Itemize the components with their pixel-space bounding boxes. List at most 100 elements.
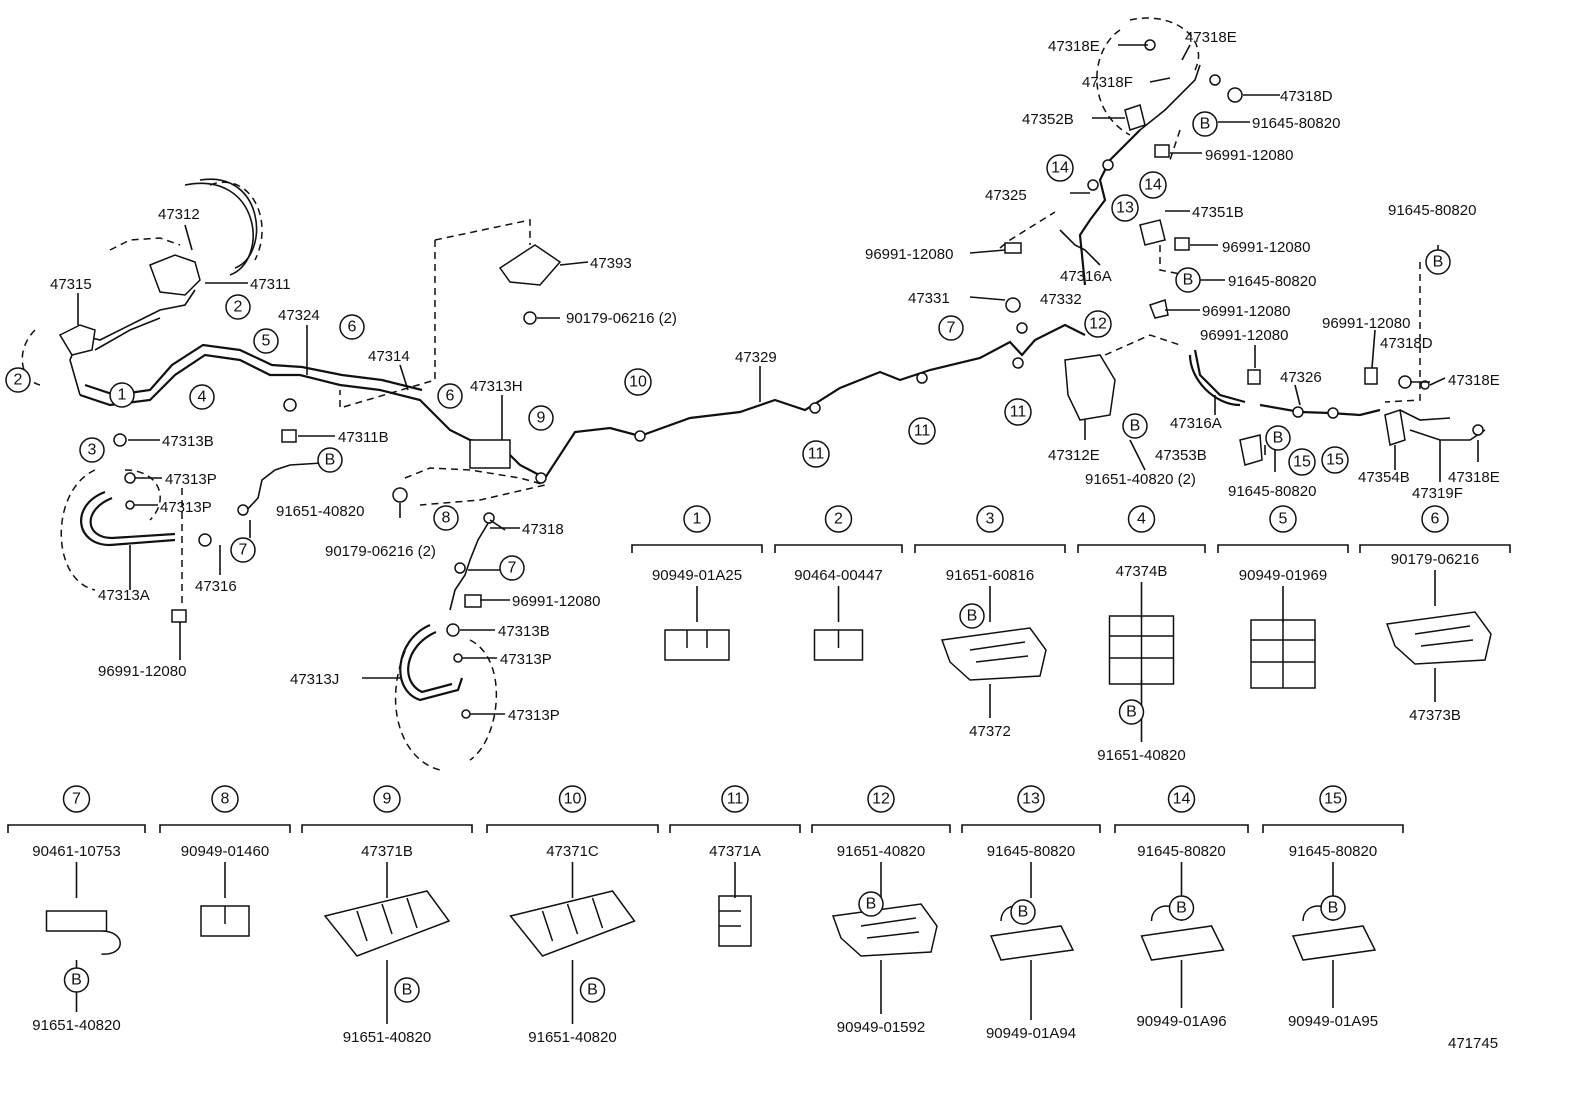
washer-icon <box>1209 74 1221 86</box>
bracket-icon <box>1139 219 1166 246</box>
detail-top-part: 47371A <box>709 843 761 860</box>
bolt-marker: B <box>394 977 420 1003</box>
svg-text:B: B <box>587 982 598 999</box>
bolt-marker: B <box>1425 249 1451 275</box>
clip1-part-icon <box>813 629 864 661</box>
index-label: 2 <box>834 511 843 528</box>
bracket-47393-icon <box>498 244 562 286</box>
index-circle <box>1127 505 1156 533</box>
part-label: 96991-12080 <box>1200 327 1288 344</box>
part-label: 47313B <box>162 433 214 450</box>
part-label: 91645-80820 <box>1228 483 1316 500</box>
part-label: 96991-12080 <box>1202 303 1290 320</box>
part-label: 91645-80820 <box>1228 273 1316 290</box>
detail-bottom-part: 90949-01A96 <box>1136 1013 1226 1030</box>
detail-boxes: 190949-01A25290464-00447391651-608164737… <box>7 505 1511 1046</box>
bolt-markers-main: B B B B B B <box>317 111 1451 473</box>
index-circle <box>62 785 91 813</box>
clip2-part-icon <box>664 629 730 661</box>
svg-text:6: 6 <box>348 319 357 336</box>
svg-text:7: 7 <box>947 320 956 337</box>
detail-top-part: 90949-01460 <box>181 843 269 860</box>
callout-6: 6 <box>339 314 365 340</box>
detail-bottom-part: 90949-01A94 <box>986 1025 1076 1042</box>
svg-text:B: B <box>402 982 413 999</box>
fitting-icon <box>198 533 212 547</box>
washer-icon <box>1420 380 1430 390</box>
main-part-labels: 47318E 47318E 47318F 47318D 47352B 91645… <box>50 29 1500 724</box>
callout-5: 5 <box>253 328 279 354</box>
tray-part-icon <box>940 627 1047 681</box>
index-circle <box>683 505 711 533</box>
svg-text:B: B <box>71 972 82 989</box>
junction-block-icon <box>469 439 511 469</box>
svg-text:B: B <box>1200 116 1211 133</box>
svg-text:B: B <box>1126 704 1137 721</box>
bolt-marker: B <box>317 447 343 473</box>
callout-4: 4 <box>189 384 215 410</box>
detail-top-part: 90179-06216 <box>1391 551 1479 568</box>
callout-15: 15 <box>1288 448 1316 476</box>
bolt-marker: B <box>1118 699 1145 725</box>
detail-top-part: 90464-00447 <box>794 567 882 584</box>
index-circle <box>976 505 1004 533</box>
detail-top-part: 47371B <box>361 843 413 860</box>
bracket-icon <box>1384 409 1406 446</box>
svg-text:B: B <box>1176 900 1187 917</box>
detail-top-part: 91645-80820 <box>1289 843 1377 860</box>
svg-text:5: 5 <box>262 333 271 350</box>
detail-bottom-part: 47372 <box>969 723 1011 740</box>
callout-11: 11 <box>1004 398 1032 426</box>
svg-text:1: 1 <box>118 387 127 404</box>
index-label: 3 <box>986 511 995 528</box>
bolt-marker: B <box>579 977 606 1003</box>
part-label: 47353B <box>1155 447 1207 464</box>
index-circle <box>824 505 853 533</box>
index-label: 7 <box>72 791 81 808</box>
part-label: 47351B <box>1192 204 1244 221</box>
part-label: 47312 <box>158 206 200 223</box>
svg-text:8: 8 <box>442 510 451 527</box>
part-label: 47318E <box>1185 29 1237 46</box>
bolt-icon <box>392 487 408 503</box>
part-label: 47313A <box>98 587 150 604</box>
svg-text:14: 14 <box>1144 177 1162 194</box>
svg-text:11: 11 <box>808 446 825 463</box>
callout-11: 11 <box>802 440 830 468</box>
part-label: 47325 <box>985 187 1027 204</box>
part-label: 47319F <box>1412 485 1463 502</box>
callout-7: 7 <box>938 315 964 341</box>
plate-part-icon <box>45 910 121 955</box>
svg-text:4: 4 <box>198 389 207 406</box>
part-label: 90179-06216 (2) <box>566 310 677 327</box>
clip-icon <box>1174 237 1190 251</box>
clip-icon <box>171 609 187 623</box>
brake-hoses <box>80 354 1241 702</box>
detail-top-part: 91651-40820 <box>837 843 925 860</box>
bolt-marker: B <box>1320 895 1346 921</box>
bolt-marker: B <box>858 891 884 917</box>
part-label: 47352B <box>1022 111 1074 128</box>
index-circle <box>373 785 401 813</box>
dashed-routing-guides <box>21 17 1421 771</box>
detail-bottom-part: 91651-40820 <box>32 1017 120 1034</box>
part-label: 47312E <box>1048 447 1100 464</box>
callout-3: 3 <box>79 437 105 463</box>
callout-15: 15 <box>1321 446 1349 474</box>
part-label: 47313B <box>498 623 550 640</box>
detail-top-part: 47371C <box>546 843 599 860</box>
index-circle <box>211 785 239 813</box>
detail-bottom-part: 91651-40820 <box>343 1029 431 1046</box>
part-label: 47313P <box>500 651 552 668</box>
svg-text:B: B <box>1433 254 1444 271</box>
part-label: 96991-12080 <box>512 593 600 610</box>
clip1-part-icon <box>200 905 250 937</box>
bolt-icon <box>1227 87 1243 103</box>
index-circle <box>867 785 895 813</box>
detail-box-2: 2 90464-00447 <box>774 505 903 661</box>
